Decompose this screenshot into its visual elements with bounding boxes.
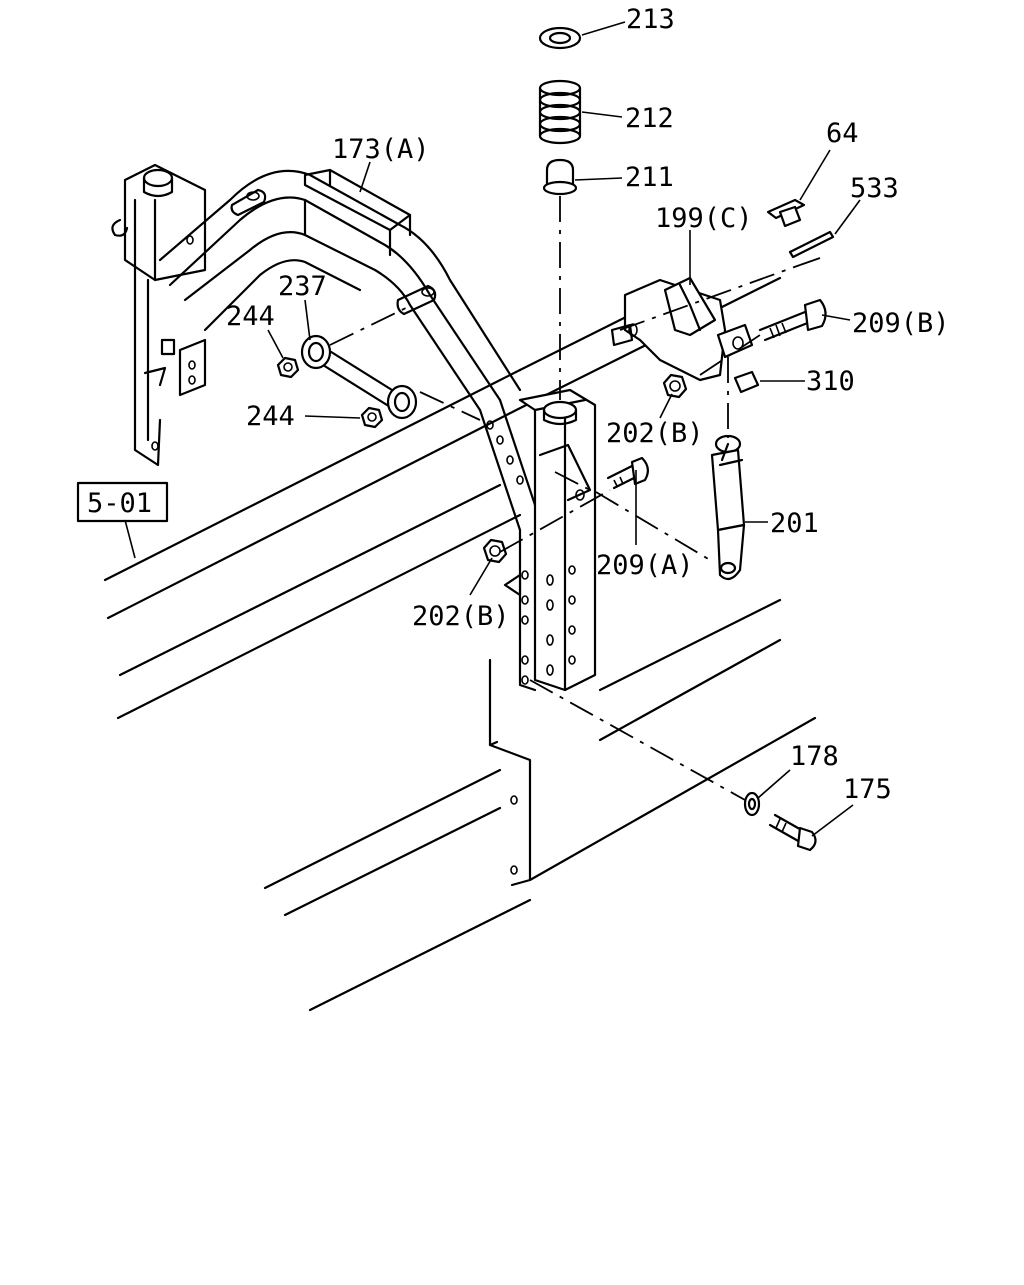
lower-bracket-plate: [488, 658, 532, 887]
callout-209a: 209(A): [596, 550, 694, 581]
left-bracket: [111, 163, 207, 467]
nut-244-upper: [276, 356, 300, 379]
callout-202b-lower: 202(B): [412, 601, 510, 632]
callout-201: 201: [770, 508, 819, 539]
callout-199c: 199(C): [655, 203, 753, 234]
bolt-209b: [758, 298, 827, 342]
callout-175: 175: [843, 774, 892, 805]
callout-244-upper: 244: [226, 301, 275, 332]
frame-rails: [103, 276, 817, 1012]
pin-533: [788, 230, 835, 259]
stopper-211: [542, 158, 578, 196]
callout-211: 211: [625, 162, 674, 193]
washer-213: [538, 26, 582, 50]
leader-lines: [124, 21, 861, 837]
assembly-centerlines: [329, 257, 821, 801]
spring-212: [538, 79, 582, 145]
reference-box-label: 5-01: [87, 488, 152, 519]
nut-244-lower: [360, 406, 384, 429]
bump-stop-stack: [538, 26, 582, 400]
callout-202b-upper: 202(B): [606, 418, 704, 449]
hanger-bracket: [478, 388, 597, 692]
callout-173a: 173(A): [332, 134, 430, 165]
callout-178: 178: [790, 741, 839, 772]
nut-202b-upper: [662, 373, 688, 399]
bracket-199c: [610, 276, 754, 382]
callout-244-lower: 244: [246, 401, 295, 432]
callout-213: 213: [626, 4, 675, 35]
bolt-209a: [606, 456, 649, 490]
shock-absorber-201: [710, 434, 746, 581]
reference-box[interactable]: 5-01: [76, 481, 169, 523]
callout-64: 64: [826, 118, 859, 149]
bolt-175: [768, 813, 817, 852]
callout-237: 237: [278, 271, 327, 302]
frame-173a: [158, 168, 522, 412]
callout-533: 533: [850, 173, 899, 204]
link-237: [300, 334, 418, 420]
clip-310: [733, 370, 760, 394]
callout-209b: 209(B): [852, 308, 950, 339]
part-64: [766, 198, 806, 228]
callout-212: 212: [625, 103, 674, 134]
callout-310: 310: [806, 366, 855, 397]
callout-labels: 213 212 211 173(A) 64 533 199(C) 209(B) …: [226, 4, 950, 805]
washer-178: [743, 791, 761, 817]
